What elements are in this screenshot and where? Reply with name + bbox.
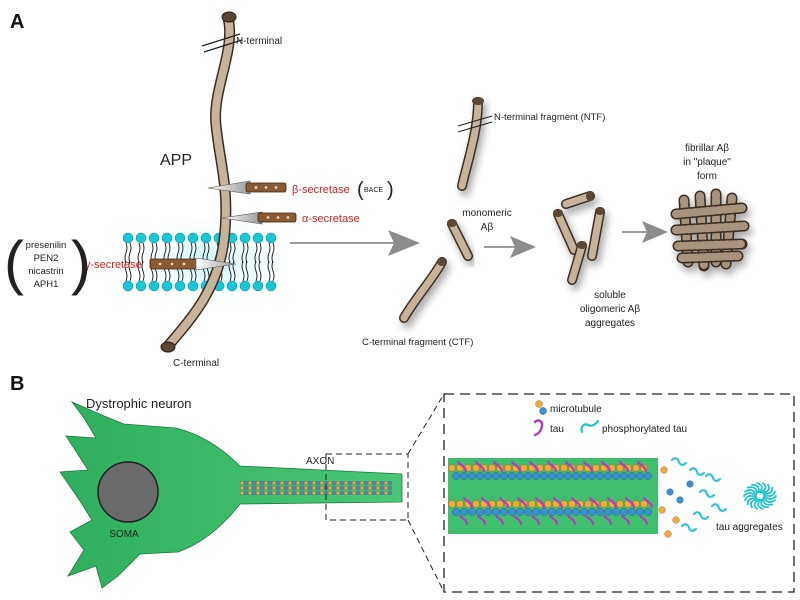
ntf-break-mark <box>457 121 493 133</box>
app-protein <box>160 11 243 353</box>
legend-tau: tau <box>550 424 564 435</box>
tau-aggregate <box>743 482 777 510</box>
gamma-complex-item: APH1 <box>34 279 59 290</box>
beta-secretase-enzyme <box>207 180 287 195</box>
bace-bracket-left: ( <box>357 179 364 201</box>
panel-b-letter: B <box>10 373 24 395</box>
alpha-secretase-label: α-secretase <box>302 213 360 225</box>
soma-label: SOMA <box>109 529 139 540</box>
axon-zoom-region <box>325 453 409 521</box>
gamma-bracket-right: ) <box>71 229 91 296</box>
bace-label: BACE <box>364 187 383 194</box>
bace-bracket-right: ) <box>387 179 394 201</box>
tau-aggregates-label: tau aggregates <box>716 522 783 533</box>
process-arrowhead <box>510 236 536 258</box>
fibrillar-label-line3: form <box>697 171 717 182</box>
zoom-connector <box>407 393 445 455</box>
legend-phosphorylated-tau: phosphorylated tau <box>602 424 687 435</box>
gamma-bracket-left: ( <box>4 229 24 296</box>
process-arrowhead <box>388 230 420 256</box>
gamma-complex-item: presenilin <box>26 240 67 251</box>
free-tubulin-dimers <box>658 466 694 538</box>
neuron-body <box>59 401 403 589</box>
alpha-secretase-enzyme <box>221 211 297 225</box>
axon-microtubules <box>239 480 393 496</box>
c-terminal-label: C-terminal <box>173 358 219 369</box>
process-arrowhead <box>642 221 668 243</box>
ctf-fragment <box>399 257 447 323</box>
panel-a-letter: A <box>10 11 24 33</box>
oligomeric-label-line3: aggregates <box>585 318 635 329</box>
gamma-complex-item: PEN2 <box>34 253 59 264</box>
fibrillar-plaque <box>670 188 750 272</box>
microtubule-legend-icon <box>535 400 547 415</box>
zoom-inset-frame <box>443 393 795 593</box>
oligomeric-label-line2: oligomeric Aβ <box>580 304 640 315</box>
phospho-tau-legend-icon <box>580 419 600 434</box>
monomeric-abeta <box>447 219 473 261</box>
legend-microtubule: microtubule <box>550 404 602 415</box>
axon-label: AXON <box>306 456 334 467</box>
zoomed-microtubules <box>448 460 654 526</box>
ctf-label: C-terminal fragment (CTF) <box>362 337 473 348</box>
fibrillar-label-line1: fibrillar Aβ <box>685 143 729 154</box>
oligomeric-label-line1: soluble <box>594 290 626 301</box>
soma-nucleus <box>97 461 159 523</box>
ntf-break-mark <box>457 115 493 127</box>
zoom-connector <box>407 519 445 593</box>
monomeric-label-line1: monomeric <box>462 208 511 219</box>
ntf-fragment <box>457 97 484 191</box>
beta-secretase-label: β-secretase <box>292 184 350 196</box>
gamma-secretase-label: γ-secretase <box>85 259 142 271</box>
oligomer-cluster <box>553 191 605 285</box>
tau-legend-icon <box>533 419 544 437</box>
app-label: APP <box>160 152 192 169</box>
gamma-complex-item: nicastrin <box>28 266 63 277</box>
fibrillar-label-line2: in "plaque" <box>683 157 731 168</box>
neuron-title: Dystrophic neuron <box>86 396 192 411</box>
ntf-label: N-terminal fragment (NTF) <box>494 112 605 123</box>
free-phosphorylated-tau <box>671 457 727 532</box>
monomeric-label-line2: Aβ <box>481 222 494 233</box>
n-terminal-label: N-terminal <box>236 36 282 47</box>
gamma-secretase-enzyme <box>149 257 237 271</box>
